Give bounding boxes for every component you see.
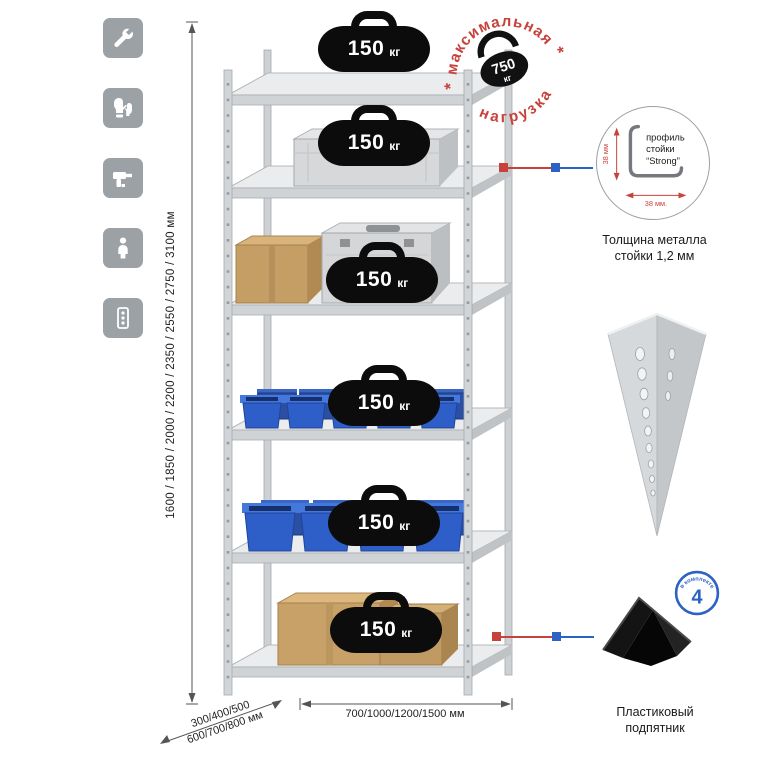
profile-diagram: 38 мм 38 мм. профиль стойки “Strong” xyxy=(601,124,687,208)
drill-icon xyxy=(103,158,143,198)
width-dimension-label: 700/1000/1200/1500 мм xyxy=(345,708,465,720)
foot-caption: Пластиковый подпятник xyxy=(585,704,725,737)
stamp-weight-handle xyxy=(477,30,519,59)
stamp-weight-body xyxy=(480,51,529,87)
height-dimension-line xyxy=(186,21,198,705)
load-value: 150 xyxy=(357,511,395,534)
stamp-text-bottom: нагрузка xyxy=(473,82,562,137)
load-unit: кг xyxy=(399,518,411,533)
profile-caption-line1: Толщина металла xyxy=(602,233,707,247)
stamp-star-left: * xyxy=(442,79,455,99)
load-unit: кг xyxy=(399,398,411,413)
callout-line-red xyxy=(503,167,553,169)
angle-post-photo xyxy=(607,312,707,537)
callout-line-red xyxy=(496,636,552,638)
profile-dim-vertical: 38 мм xyxy=(601,144,610,164)
rack-post-icon xyxy=(103,298,143,338)
wrench-icon xyxy=(103,18,143,58)
profile-caption: Толщина металла стойки 1,2 мм xyxy=(582,232,727,265)
load-value: 150 xyxy=(347,131,385,154)
height-dimension-label: 1600 / 1850 / 2000 / 2200 / 2350 / 2550 … xyxy=(165,211,177,519)
plastic-foot-photo xyxy=(602,596,692,666)
profile-dim-horizontal: 38 мм. xyxy=(645,199,667,208)
profile-cross-section xyxy=(628,124,684,178)
post-profile-detail: 38 мм 38 мм. профиль стойки “Strong” xyxy=(596,106,710,220)
kit-count-badge: в комплекте 4 xyxy=(674,570,720,616)
shelf-load-badge: 150 кг xyxy=(328,500,440,546)
depth-dimension-line xyxy=(160,700,282,744)
stamp-star-right: * xyxy=(555,42,568,62)
stamp-value: 750 xyxy=(490,56,518,79)
load-unit: кг xyxy=(389,138,401,153)
wrench-glyph xyxy=(114,28,134,47)
load-unit: кг xyxy=(401,625,413,640)
load-value: 150 xyxy=(357,391,395,414)
load-value: 150 xyxy=(347,37,385,60)
cardboard-box xyxy=(234,235,326,304)
gloves-icon xyxy=(103,88,143,128)
load-unit: кг xyxy=(397,275,409,290)
load-unit: кг xyxy=(389,44,401,59)
angle-post-holes xyxy=(635,347,676,497)
foot-caption-line1: Пластиковый xyxy=(616,705,694,719)
gloves-glyph xyxy=(114,98,132,118)
callout-line-blue xyxy=(556,636,594,638)
shelf-load-badge: 150 кг xyxy=(326,257,438,303)
person-icon xyxy=(103,228,143,268)
rack-front-posts xyxy=(223,69,473,696)
profile-caption-line2: стойки 1,2 мм xyxy=(614,249,695,264)
shelf-load-badge: 150 кг xyxy=(330,607,442,653)
profile-label-3: “Strong” xyxy=(646,156,680,166)
person-glyph xyxy=(118,237,128,259)
profile-label-1: профиль xyxy=(646,132,685,142)
profile-label-2: стойки xyxy=(646,144,675,154)
shelf-load-badge: 150 кг xyxy=(328,380,440,426)
shelf-load-badge: 150 кг xyxy=(318,26,430,72)
callout-line-blue xyxy=(555,167,593,169)
kit-badge-graphic: в комплекте 4 xyxy=(674,570,720,616)
shelf-load-badge: 150 кг xyxy=(318,120,430,166)
kit-badge-number: 4 xyxy=(691,586,702,608)
load-value: 150 xyxy=(355,268,393,291)
foot-caption-line2: подпятник xyxy=(625,721,685,736)
svg-text:нагрузка: нагрузка xyxy=(473,82,562,137)
load-value: 150 xyxy=(359,618,397,641)
rack-post-glyph xyxy=(117,307,129,329)
width-dimension-line xyxy=(299,698,513,710)
stamp-unit: кг xyxy=(502,72,513,84)
drill-glyph xyxy=(113,172,132,187)
